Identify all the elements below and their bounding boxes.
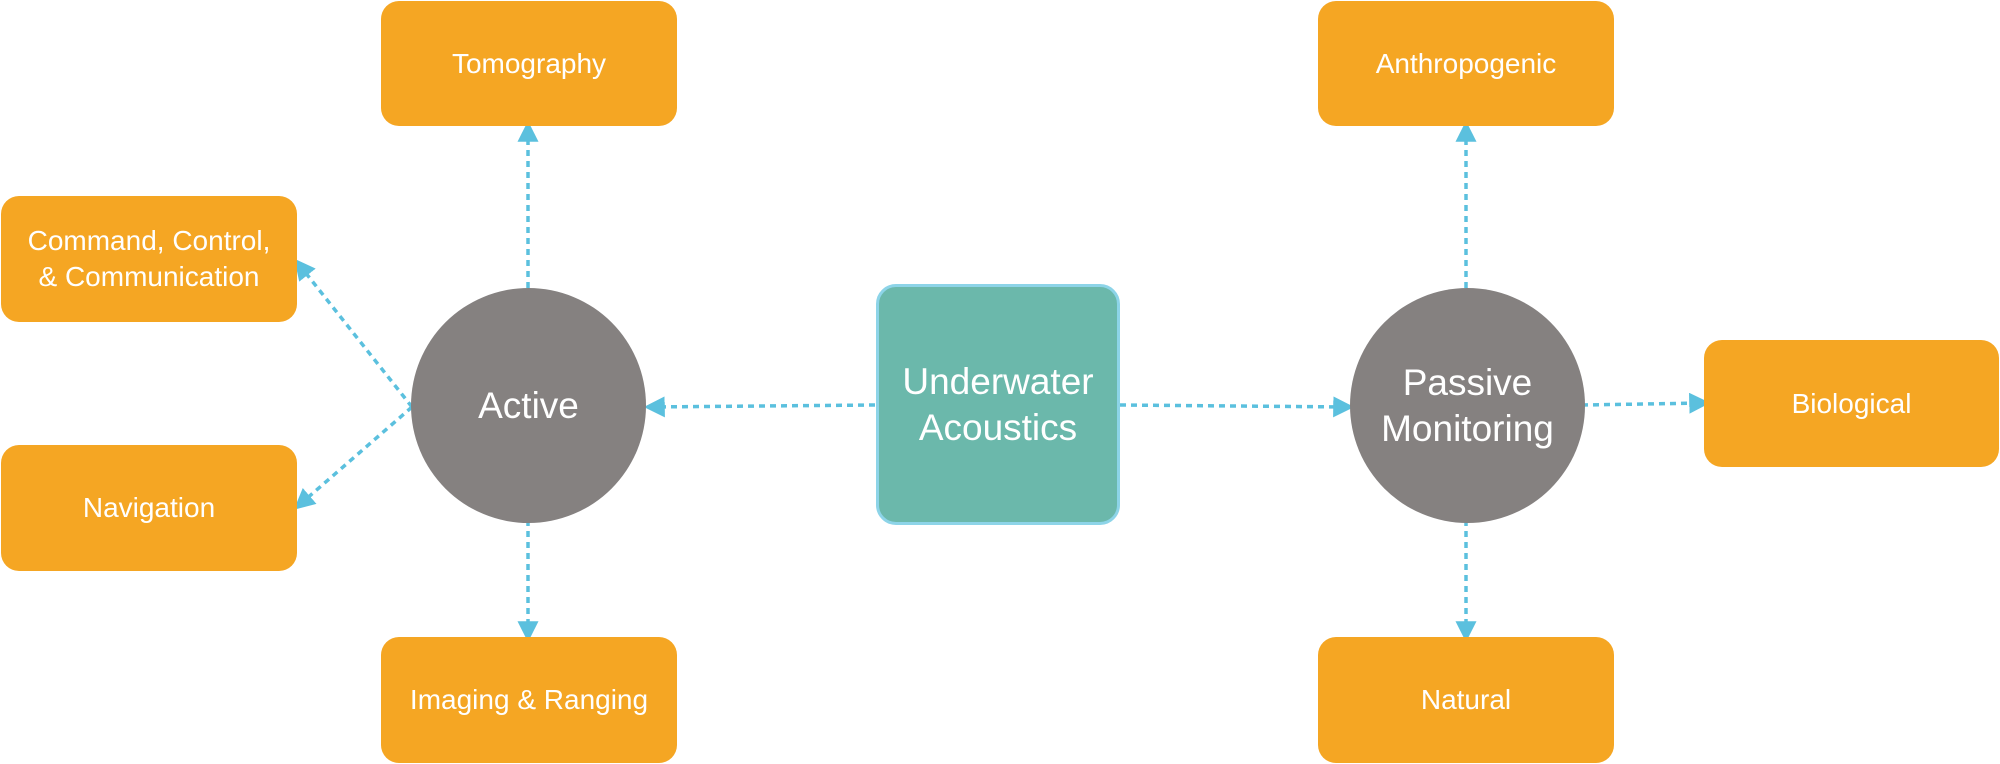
underwater-acoustics-label: Underwater Acoustics <box>902 360 1094 448</box>
tomography-label: Tomography <box>451 47 607 79</box>
imaging-ranging-node: Imaging & Ranging <box>381 637 677 763</box>
passive-monitoring-hub: Passive Monitoring <box>1350 288 1585 523</box>
arrow-active-to-navigation <box>293 405 414 510</box>
underwater-acoustics-node: Underwater Acoustics <box>876 284 1120 525</box>
command-control-communication-node: Command, Control, & Communication <box>1 196 297 322</box>
arrow-center-to-active <box>643 396 876 418</box>
arrow-active-to-c3 <box>294 258 414 409</box>
biological-label: Biological <box>1791 387 1912 419</box>
navigation-node: Navigation <box>1 445 297 571</box>
anthropogenic-node: Anthropogenic <box>1318 1 1614 126</box>
tomography-node: Tomography <box>381 1 677 126</box>
navigation-label: Navigation <box>82 492 216 523</box>
natural-node: Natural <box>1318 637 1614 763</box>
passive-monitoring-label: Passive Monitoring <box>1381 361 1554 449</box>
command-control-communication-label: Command, Control, & Communication <box>27 225 271 292</box>
anthropogenic-label: Anthropogenic <box>1375 47 1557 79</box>
natural-label: Natural <box>1420 684 1512 715</box>
arrow-center-to-passive <box>1119 396 1355 418</box>
arrow-passive-to-biological <box>1581 392 1711 414</box>
biological-node: Biological <box>1704 340 1999 467</box>
active-hub: Active <box>411 288 646 523</box>
active-label: Active <box>478 384 579 426</box>
imaging-ranging-label: Imaging & Ranging <box>409 684 649 715</box>
